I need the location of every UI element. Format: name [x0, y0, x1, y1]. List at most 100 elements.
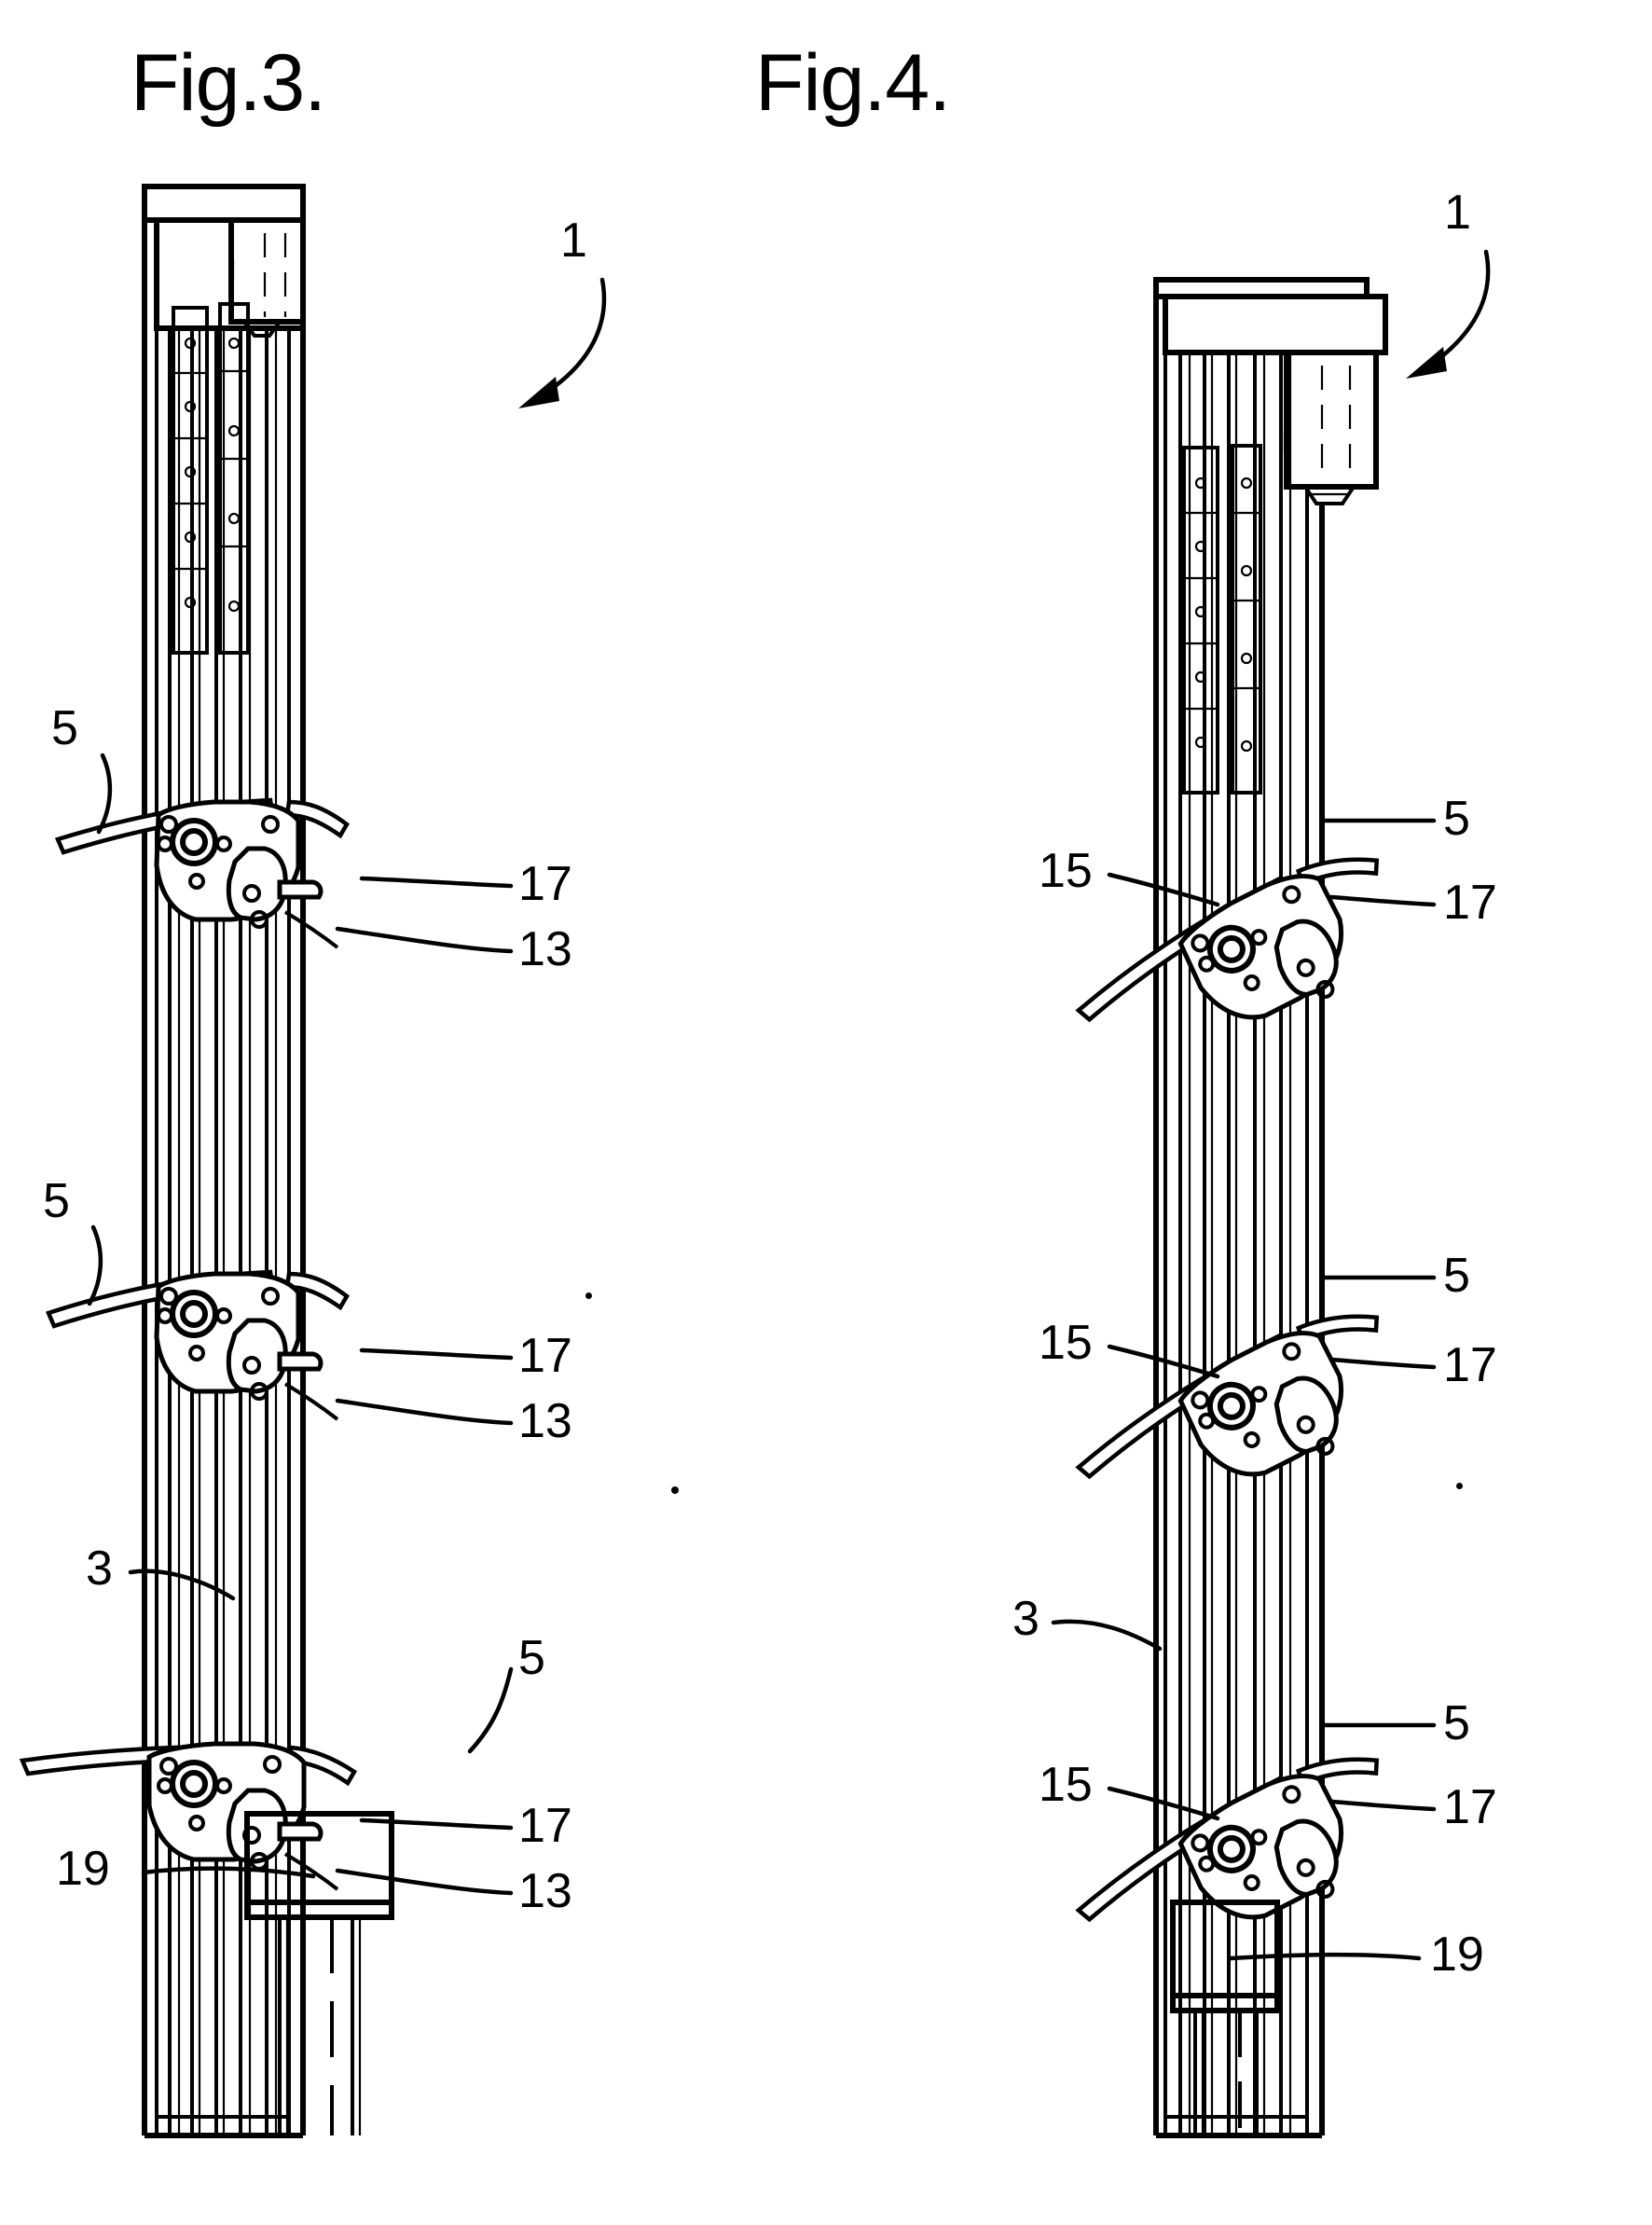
fig4-cam-unit-middle [1067, 1292, 1422, 1557]
ref-label-5-middle-fig3: 5 [43, 1174, 70, 1228]
ref-label-5-middle-fig4: 5 [1443, 1249, 1470, 1303]
fig4-inner-rail-detail [1184, 446, 1260, 793]
ref-label-15-middle-fig4: 15 [1039, 1316, 1093, 1370]
fig3-inner-rail-detail [173, 304, 248, 653]
cam-hub-outer-lower [172, 1762, 215, 1805]
cam-plate-upper-f4 [1173, 863, 1363, 1036]
link-lobe-upper-f4 [1265, 913, 1348, 1002]
cam-hub-inner-upper [183, 831, 205, 853]
link-lobe-middle [228, 1320, 285, 1391]
link-lobe-upper [228, 849, 285, 919]
leader-17-middle-fig3 [362, 1350, 511, 1358]
leader-13-middle-fig3 [337, 1401, 511, 1423]
cam-plate-middle-f4 [1173, 1320, 1363, 1493]
latch-pin-middle [280, 1354, 321, 1369]
ref-label-15-upper-fig4: 15 [1039, 844, 1093, 898]
fig4-cam-unit-lower [1067, 1735, 1422, 2000]
latch-pin-upper [280, 882, 321, 897]
cam-hub-inner-middle [183, 1303, 205, 1325]
fig4-head-assembly [1156, 280, 1385, 504]
blade-arm-left-lower [22, 1746, 271, 1774]
blade-arm-left-middle-f4 [1067, 1335, 1298, 1479]
leader-13-upper-fig3 [337, 929, 511, 951]
ref-label-13-upper-fig3: 13 [518, 922, 572, 976]
fig3-carriage-box [247, 1814, 392, 2135]
cam-hub-inner-middle-f4 [1217, 1391, 1246, 1421]
ref-label-3-fig3: 3 [86, 1541, 113, 1596]
leader-19-fig3 [144, 1869, 313, 1876]
ref-label-3-fig4: 3 [1012, 1592, 1039, 1646]
leader-5-upper-fig3 [99, 755, 110, 832]
cam-hub-outer-upper [172, 821, 215, 864]
blade-arm-right-lower-f4 [1297, 1737, 1382, 1805]
blade-arm-right-lower [289, 1748, 354, 1783]
scan-speck-center [671, 1486, 679, 1494]
fig3-cam-unit-upper [58, 800, 347, 947]
ref-label-1-fig3: 1 [560, 214, 587, 268]
ref-label-17-middle-fig3: 17 [518, 1329, 572, 1383]
cam-hub-inner-lower-f4 [1217, 1834, 1246, 1864]
leader-5-lower-fig3 [470, 1669, 511, 1751]
ref-label-19-fig4: 19 [1430, 1928, 1484, 1982]
ref-label-17-upper-fig4: 17 [1443, 876, 1497, 930]
link-lobe-lower [228, 1790, 285, 1861]
figure-title-fig4: Fig.4. [755, 38, 951, 128]
ref-label-5-upper-fig4: 5 [1443, 792, 1470, 846]
blade-arm-right-middle-f4 [1297, 1294, 1382, 1362]
scan-speck-left [585, 1292, 592, 1299]
cam-hub-inner-lower [183, 1773, 205, 1795]
leader-19-fig4 [1231, 1955, 1419, 1958]
scan-speck-right [1456, 1483, 1463, 1489]
leader-15-lower-fig4 [1109, 1789, 1218, 1818]
blade-arm-left-upper [58, 800, 272, 852]
latch-pin-lower [280, 1824, 321, 1839]
cam-hub-outer-middle-f4 [1203, 1377, 1260, 1435]
cam-hub-inner-upper-f4 [1217, 934, 1246, 964]
link-lobe-lower-f4 [1265, 1813, 1348, 1901]
blade-arm-left-upper-f4 [1067, 878, 1298, 1022]
link-lobe-middle-f4 [1265, 1370, 1348, 1458]
ref-label-1-fig4: 1 [1444, 186, 1471, 240]
leader-15-upper-fig4 [1109, 875, 1218, 905]
leader-3-fig4 [1053, 1622, 1160, 1649]
leader-17-middle-fig4 [1331, 1360, 1434, 1367]
leader-arrow-1-fig4 [1438, 252, 1488, 360]
leader-17-lower-fig3 [362, 1820, 511, 1828]
fig4-mast-column [1156, 280, 1322, 2135]
ref-label-5-lower-fig3: 5 [518, 1631, 545, 1685]
fig4-leader-lines [1053, 252, 1488, 1958]
fig4-carriage-box [1173, 1902, 1277, 2135]
leader-arrow-1-fig3 [550, 280, 604, 390]
cam-hub-outer-lower-f4 [1203, 1820, 1260, 1878]
leader-5-middle-fig3 [89, 1227, 101, 1304]
cam-plate-upper [157, 802, 298, 919]
ref-label-13-middle-fig3: 13 [518, 1394, 572, 1448]
blade-arm-right-upper-f4 [1297, 837, 1382, 905]
figure-title-fig3: Fig.3. [131, 38, 326, 128]
leader-17-lower-fig4 [1331, 1802, 1434, 1809]
cam-hub-outer-middle [172, 1292, 215, 1335]
ref-label-5-lower-fig4: 5 [1443, 1696, 1470, 1750]
cam-hub-outer-upper-f4 [1203, 920, 1260, 978]
fig4-cam-unit-upper [1067, 836, 1422, 1100]
cam-plate-middle [157, 1274, 298, 1391]
ref-label-5-upper-fig3: 5 [51, 701, 78, 755]
blade-arm-left-lower-f4 [1067, 1778, 1298, 1922]
blade-arm-right-middle [287, 1274, 347, 1307]
leader-17-upper-fig3 [362, 878, 511, 886]
arrowhead-1-fig4 [1406, 347, 1447, 379]
ref-label-17-lower-fig3: 17 [518, 1799, 572, 1853]
blade-arm-left-middle [48, 1272, 272, 1326]
cam-plate-lower [149, 1744, 304, 1859]
ref-label-15-lower-fig4: 15 [1039, 1758, 1093, 1812]
fig3-cam-unit-middle [48, 1272, 347, 1419]
blade-arm-right-upper [287, 802, 347, 836]
leader-3-fig3 [131, 1571, 233, 1598]
fig3-head-assembly [145, 187, 303, 336]
ref-label-17-middle-fig4: 17 [1443, 1338, 1497, 1392]
cam-plate-lower-f4 [1173, 1762, 1363, 1936]
fig3-mast-column [145, 187, 303, 2135]
